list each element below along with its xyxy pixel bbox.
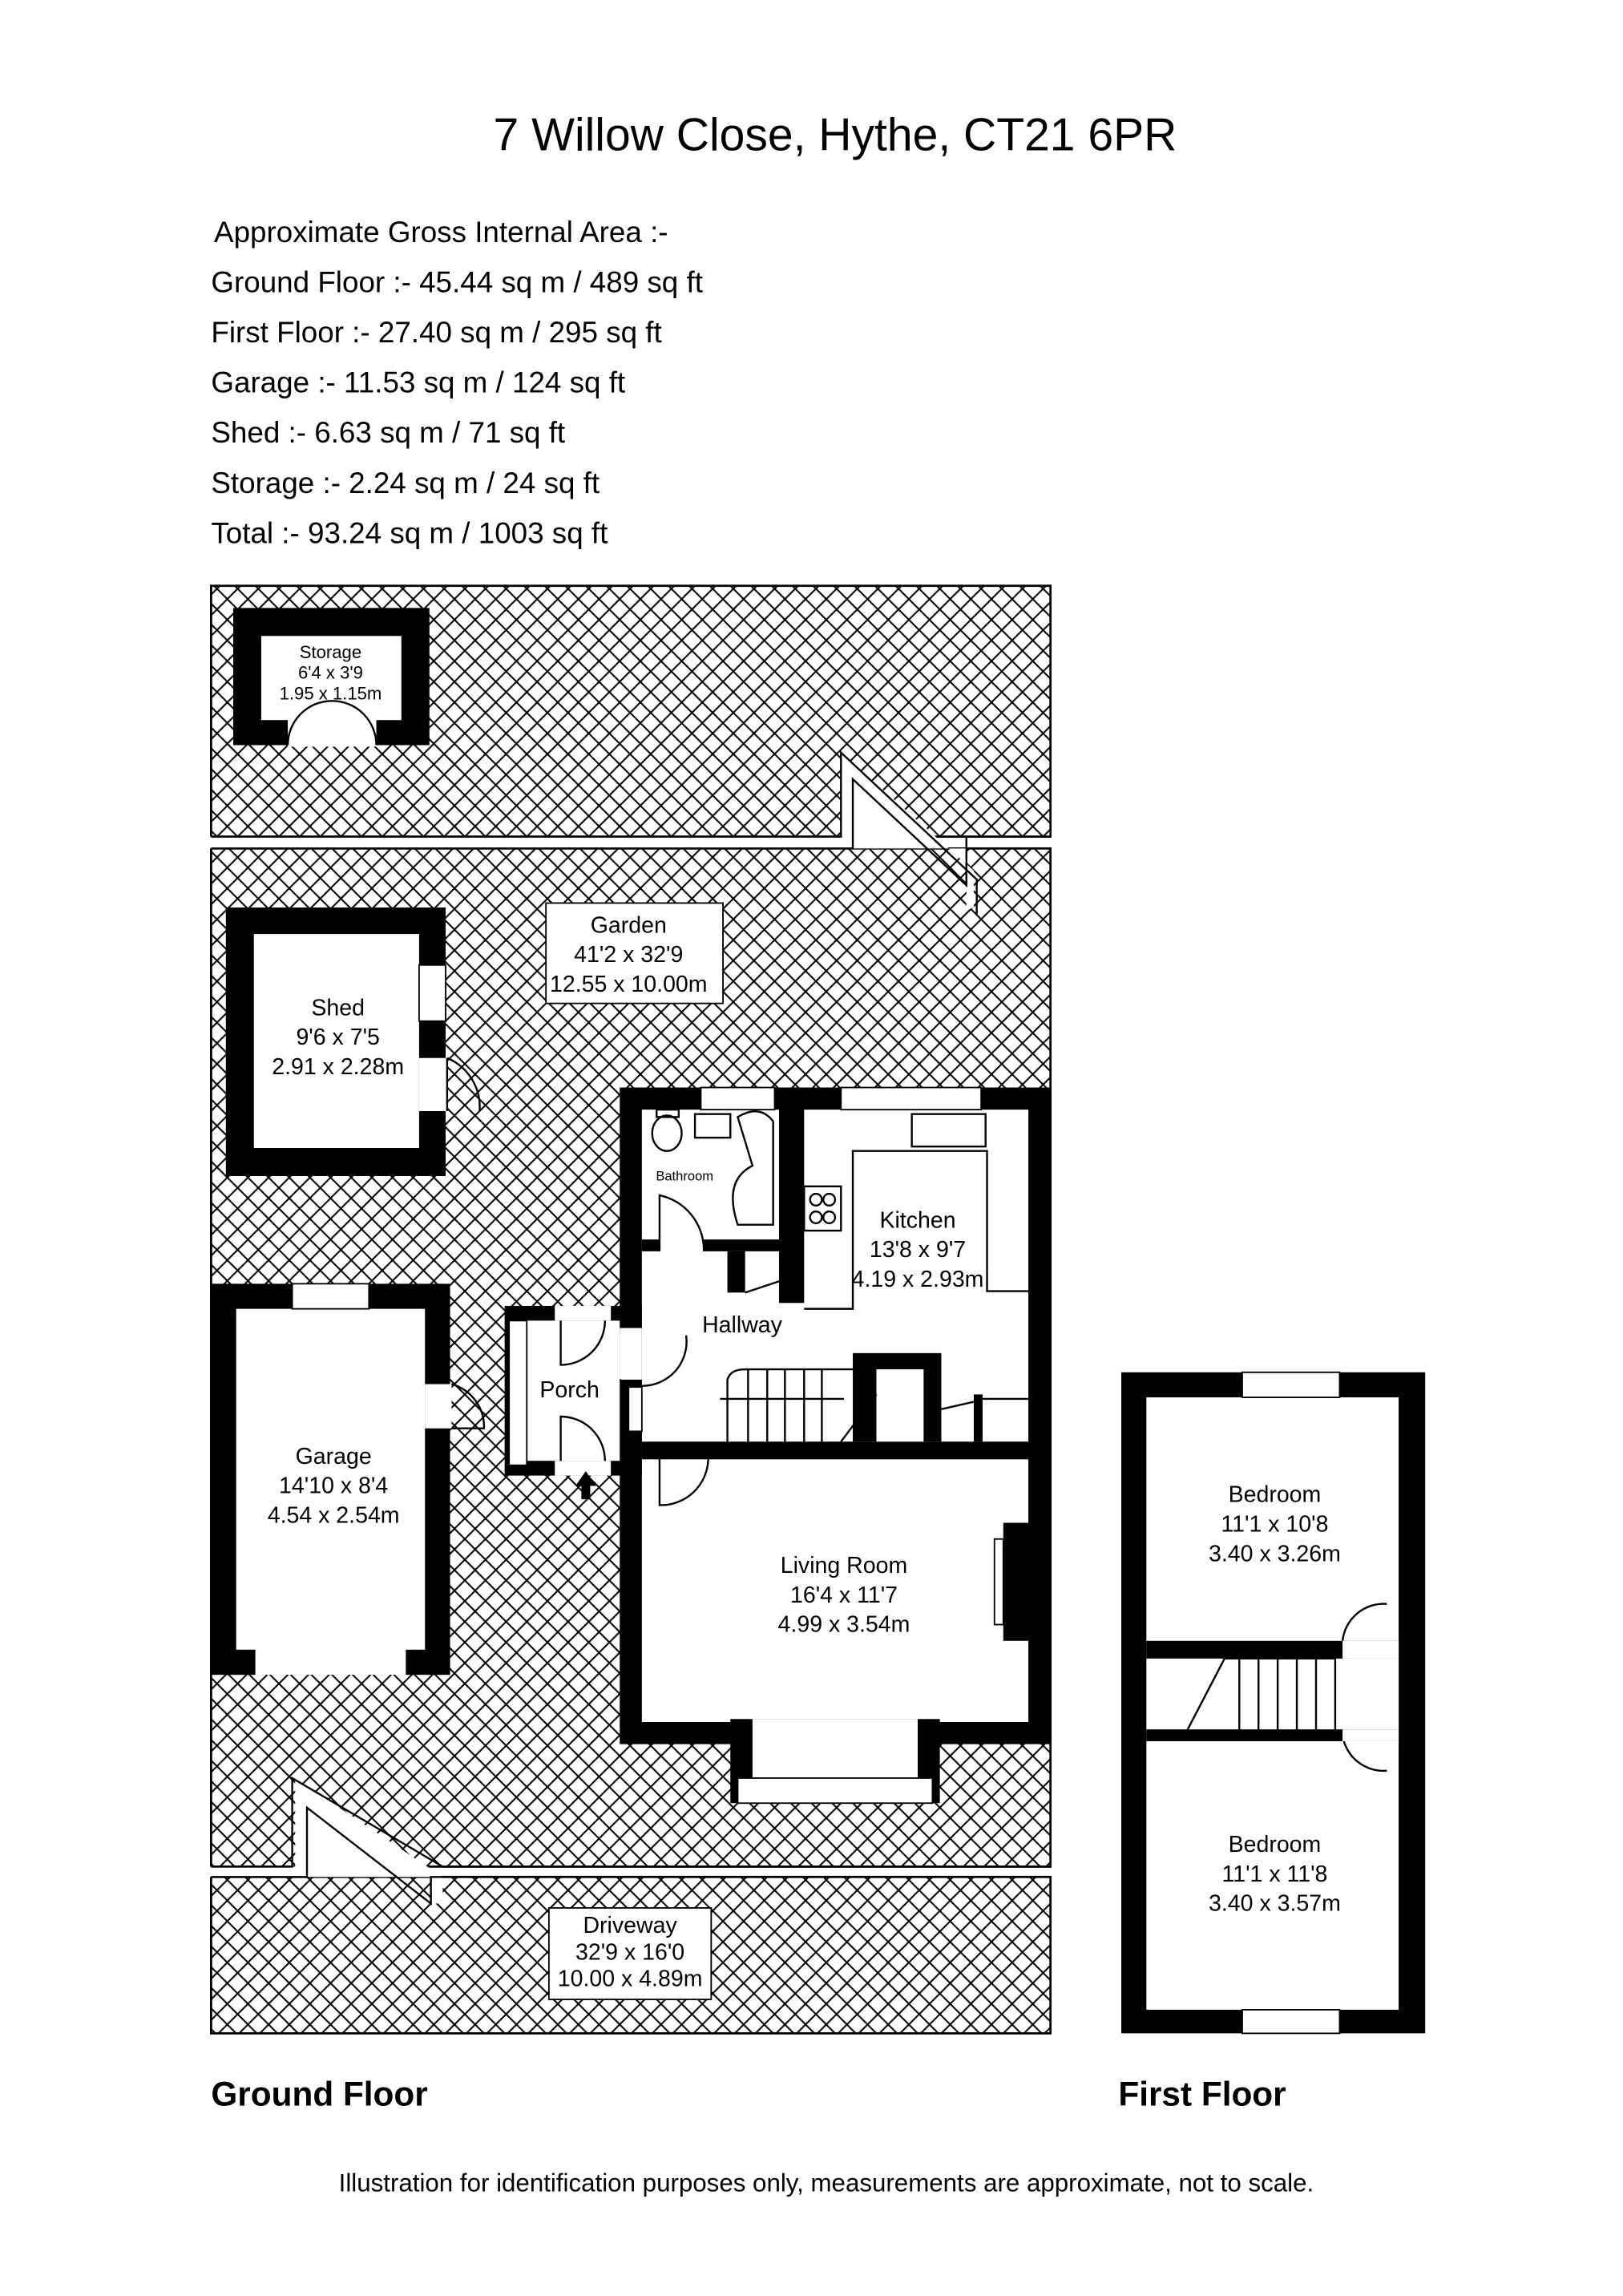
porch-label: Porch <box>539 1377 600 1403</box>
ground-floor-plan: Storage 6'4 x 3'9 1.95 x 1.15m Garden 41… <box>206 584 1052 2035</box>
garage-imperial: 14'10 x 8'4 <box>279 1473 388 1499</box>
first-floor-plan: Bedroom 11'1 x 10'8 3.40 x 3.26m Bedroom… <box>1121 1371 1426 2035</box>
garage-label: Garage <box>296 1444 372 1469</box>
bedroom-2-label: Bedroom <box>1229 1832 1322 1857</box>
driveway-label: Driveway <box>583 1913 677 1938</box>
disclaimer: Illustration for identification purposes… <box>339 2169 1314 2197</box>
bedroom-1-metric: 3.40 x 3.26m <box>1209 1541 1341 1566</box>
garden-label: Garden <box>591 912 667 938</box>
hallway-label: Hallway <box>702 1312 783 1338</box>
shed-imperial: 9'6 x 7'5 <box>296 1025 379 1050</box>
living-room-metric: 4.99 x 3.54m <box>778 1612 910 1638</box>
bathroom-label: Bathroom <box>656 1168 713 1183</box>
driveway-metric: 10.00 x 4.89m <box>558 1966 703 1991</box>
storage-metric: 1.95 x 1.15m <box>280 683 382 703</box>
area-ground: Ground Floor :- 45.44 sq m / 489 sq ft <box>211 265 703 298</box>
area-heading: Approximate Gross Internal Area :- <box>214 216 668 249</box>
shed-label: Shed <box>311 995 365 1021</box>
area-shed: Shed :- 6.63 sq m / 71 sq ft <box>211 416 565 449</box>
storage-imperial: 6'4 x 3'9 <box>298 663 363 683</box>
area-total: Total :- 93.24 sq m / 1003 sq ft <box>211 516 608 549</box>
area-summary: Approximate Gross Internal Area :- Groun… <box>211 216 703 549</box>
garage-metric: 4.54 x 2.54m <box>268 1503 400 1529</box>
first-floor-caption: First Floor <box>1118 2076 1286 2113</box>
bedroom-1-label: Bedroom <box>1229 1482 1322 1508</box>
area-first: First Floor :- 27.40 sq m / 295 sq ft <box>211 316 661 349</box>
kitchen-label: Kitchen <box>879 1207 955 1233</box>
area-storage: Storage :- 2.24 sq m / 24 sq ft <box>211 467 600 499</box>
shed-metric: 2.91 x 2.28m <box>272 1054 404 1080</box>
area-garage: Garage :- 11.53 sq m / 124 sq ft <box>211 366 625 399</box>
bedroom-2-metric: 3.40 x 3.57m <box>1209 1891 1341 1917</box>
bedroom-2-imperial: 11'1 x 11'8 <box>1221 1861 1327 1887</box>
kitchen-imperial: 13'8 x 9'7 <box>870 1237 966 1263</box>
ground-floor-caption: Ground Floor <box>211 2076 427 2113</box>
living-room-imperial: 16'4 x 11'7 <box>790 1583 898 1608</box>
bedroom-1-imperial: 11'1 x 10'8 <box>1221 1512 1328 1538</box>
garden-metric: 12.55 x 10.00m <box>550 972 708 997</box>
living-room-label: Living Room <box>781 1553 907 1578</box>
storage-label: Storage <box>300 642 361 662</box>
page-title: 7 Willow Close, Hythe, CT21 6PR <box>494 110 1177 161</box>
garden-imperial: 41'2 x 32'9 <box>574 942 683 968</box>
driveway-imperial: 32'9 x 16'0 <box>575 1939 684 1965</box>
kitchen-metric: 4.19 x 2.93m <box>852 1267 984 1292</box>
